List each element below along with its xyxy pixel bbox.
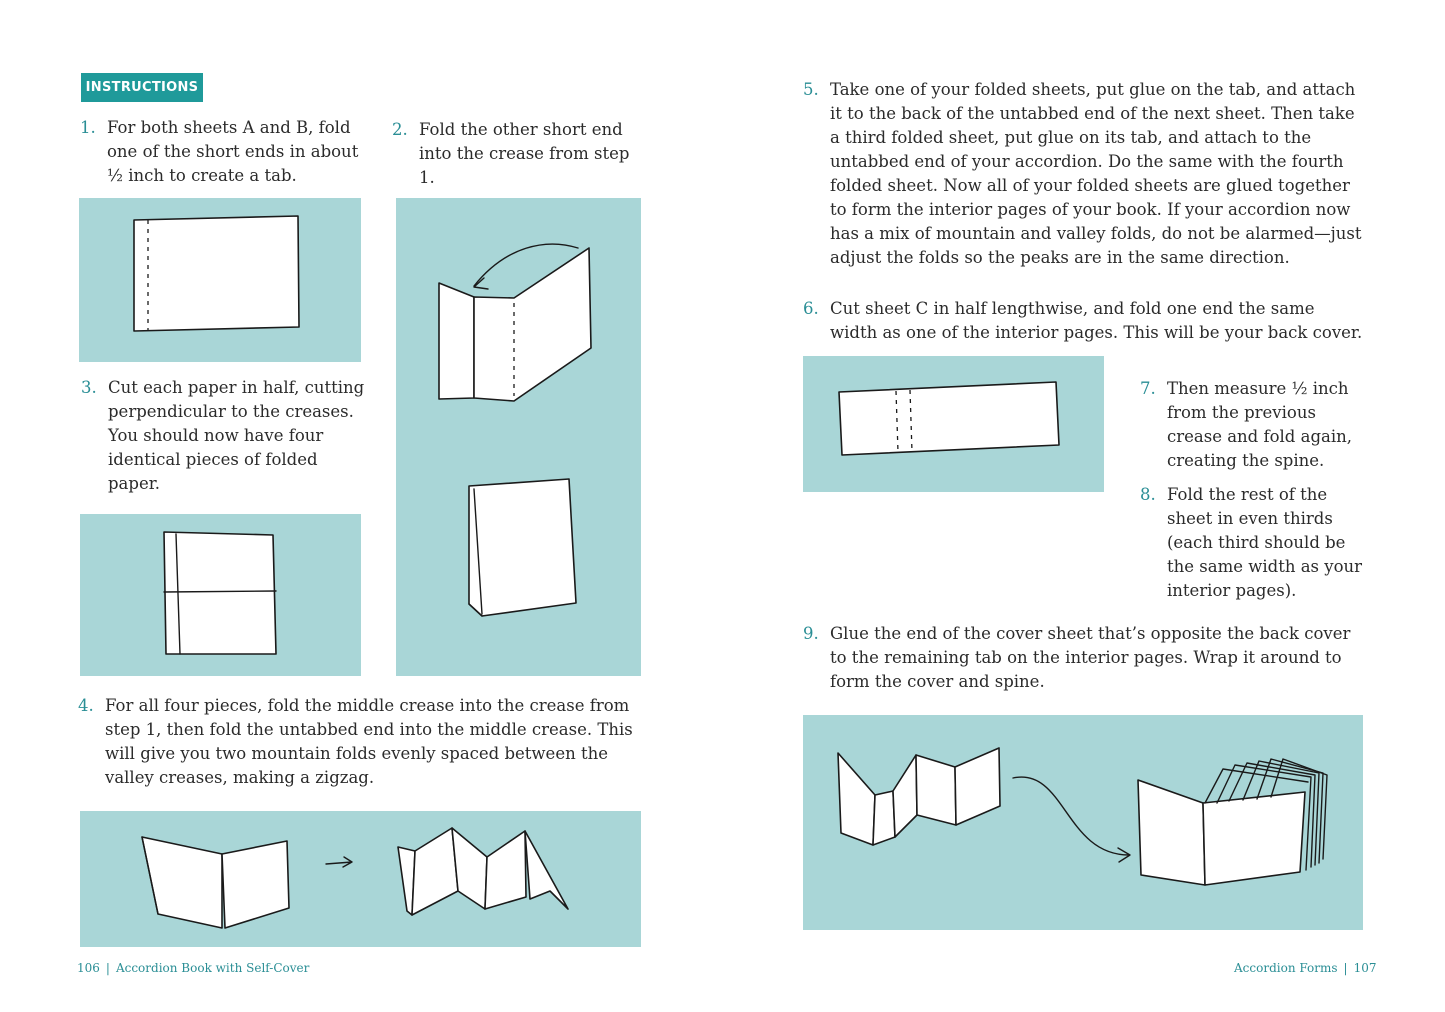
cut-sheet-drawing [163,531,277,655]
step-number: 2. [392,120,408,139]
page-number-left: 106 [77,961,100,975]
step-2: 2. Fold the other short end into the cre… [392,118,650,190]
step-text: For both sheets A and B, fold one of the… [107,118,359,185]
step-number: 4. [78,696,94,715]
footer-left: 106|Accordion Book with Self-Cover [77,961,310,975]
folding-sheet-drawing [438,243,592,617]
assembled-book-drawing [837,747,1328,886]
cover-strip-drawing [838,381,1060,456]
step-number: 8. [1140,485,1156,504]
step-4: 4. For all four pieces, fold the middle … [78,694,638,790]
step-number: 1. [80,118,96,137]
instructions-badge: INSTRUCTIONS [81,73,203,102]
step-text: Glue the end of the cover sheet that’s o… [830,624,1351,691]
step-text: Take one of your folded sheets, put glue… [830,80,1362,267]
illustration-step-6 [803,356,1104,492]
step-number: 6. [803,299,819,318]
step-number: 9. [803,624,819,643]
illustration-step-2 [396,198,641,676]
step-number: 7. [1140,379,1156,398]
step-8: 8. Fold the rest of the sheet in even th… [1140,483,1370,603]
step-text: For all four pieces, fold the middle cre… [105,696,633,787]
step-text: Fold the rest of the sheet in even third… [1167,485,1363,600]
step-number: 5. [803,80,819,99]
footer-right: Accordion Forms|107 [1234,961,1377,975]
step-5: 5. Take one of your folded sheets, put g… [803,78,1365,270]
step-text: Fold the other short end into the crease… [419,120,630,187]
step-text: Cut each paper in half, cutting perpendi… [108,378,365,493]
illustration-step-3 [80,514,361,676]
step-7: 7. Then measure ½ inch from the previous… [1140,377,1370,473]
page-number-right: 107 [1353,961,1377,975]
zigzag-fold-drawing [141,827,569,929]
chapter-title-left: Accordion Book with Self-Cover [115,961,310,975]
step-text: Then measure ½ inch from the previous cr… [1167,379,1352,470]
step-9: 9. Glue the end of the cover sheet that’… [803,622,1365,694]
illustration-step-4 [80,811,641,947]
step-6: 6. Cut sheet C in half lengthwise, and f… [803,297,1365,345]
step-text: Cut sheet C in half lengthwise, and fold… [830,299,1363,342]
step-1: 1. For both sheets A and B, fold one of … [80,116,370,188]
step-3: 3. Cut each paper in half, cutting perpe… [81,376,366,496]
chapter-title-right: Accordion Forms [1234,961,1338,975]
step-number: 3. [81,378,97,397]
illustration-step-1 [79,198,361,362]
flat-sheet-with-tab-drawing [133,215,300,332]
illustration-step-9 [803,715,1363,930]
